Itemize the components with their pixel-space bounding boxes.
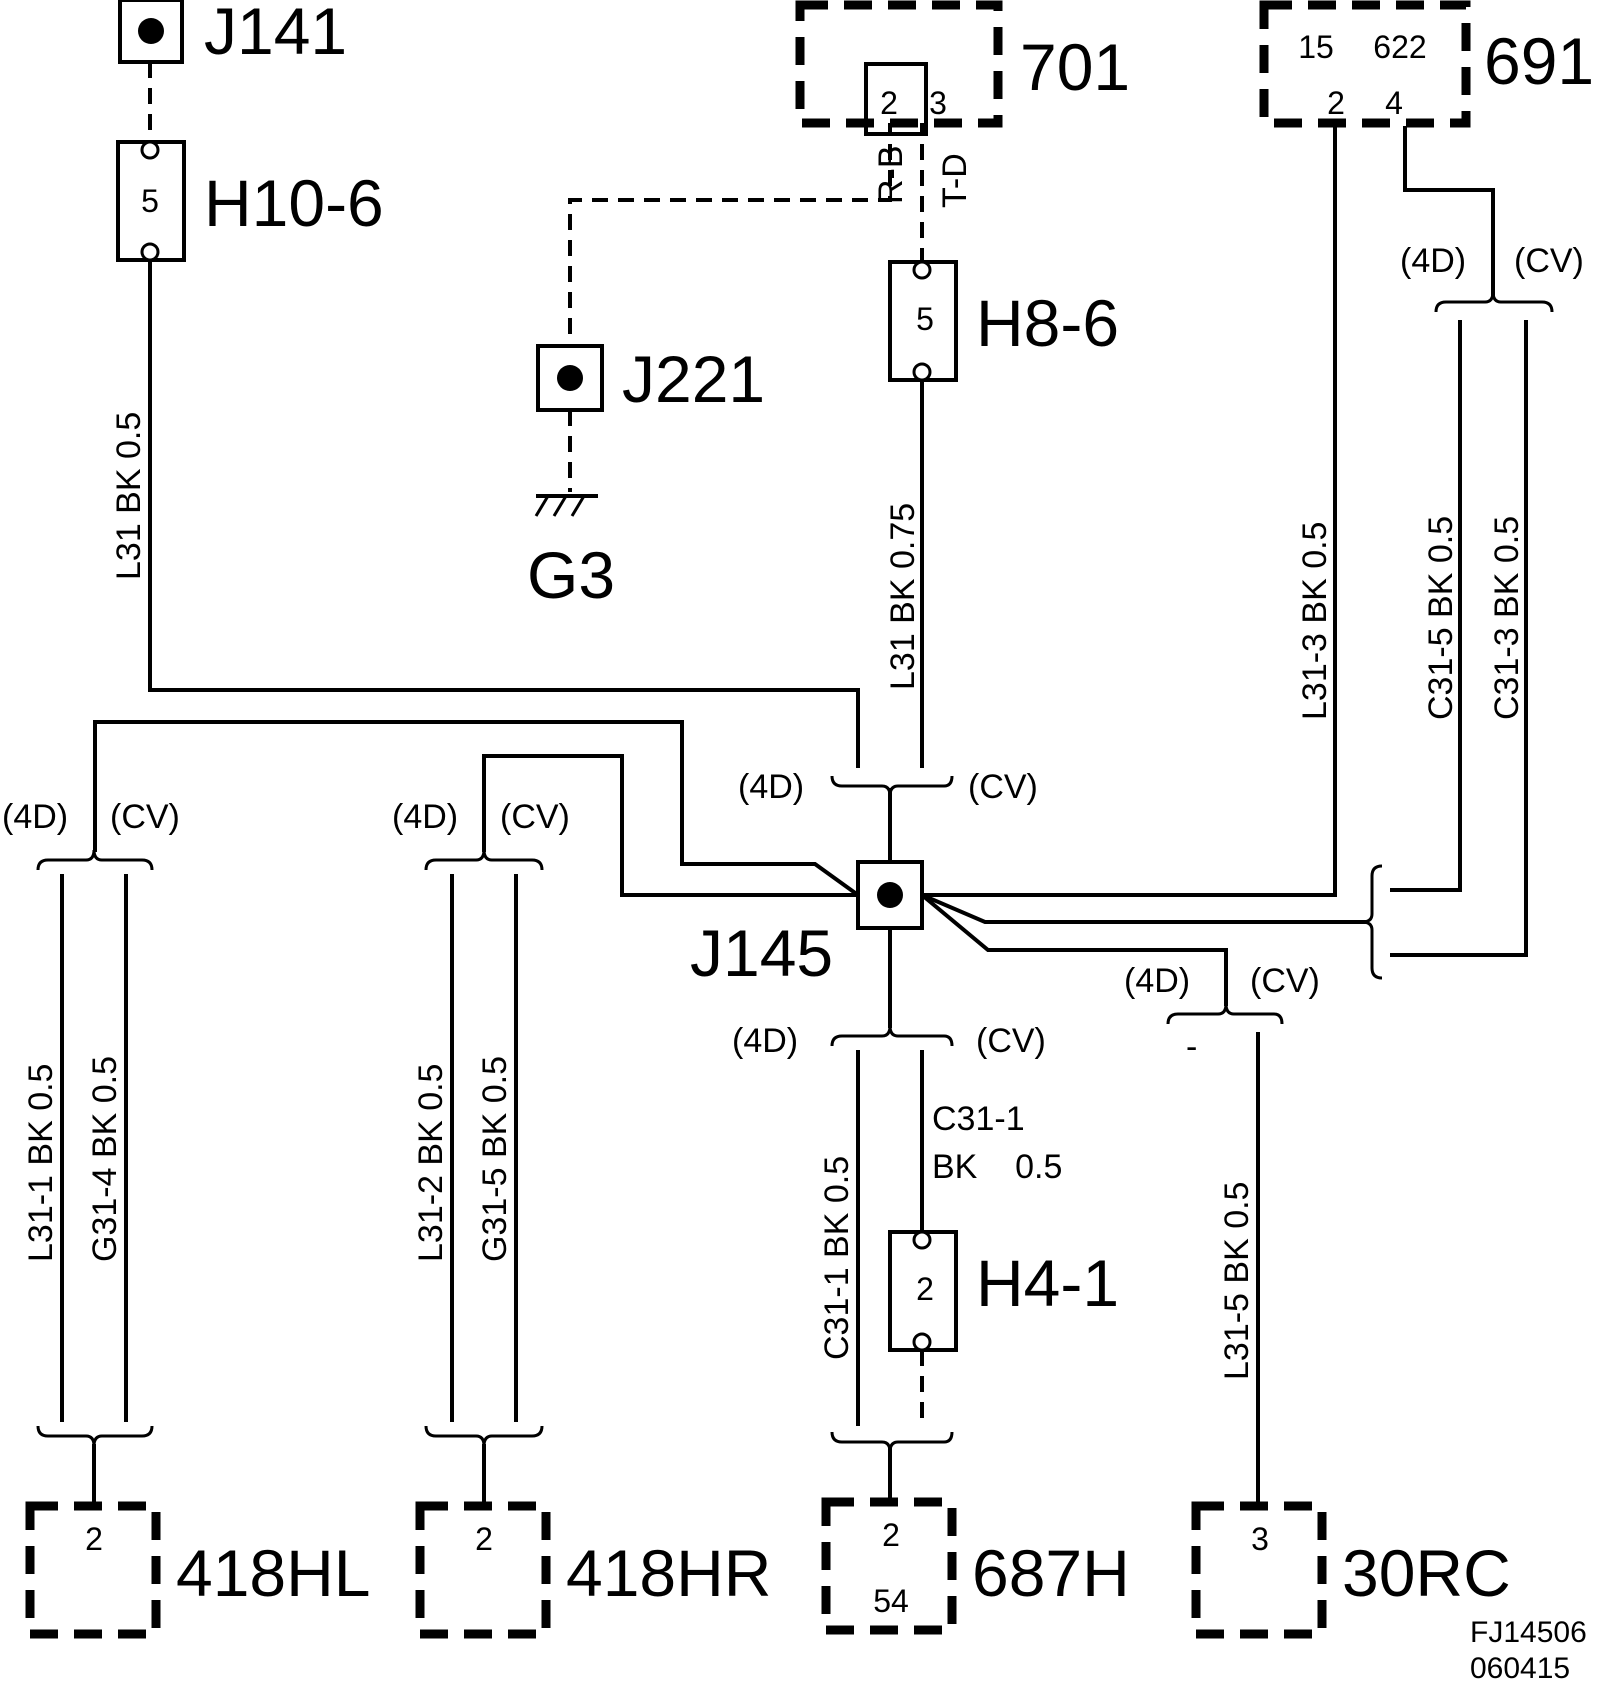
wire-l31-3: L31-3 BK 0.5 xyxy=(1296,522,1334,720)
variant-cv-691: (CV) xyxy=(1514,242,1584,280)
junction-j145: J145 xyxy=(690,860,924,990)
variant-4d-30rc: (4D) xyxy=(1124,962,1190,1000)
418hr-pin: 2 xyxy=(475,1521,493,1557)
junction-j141: J141 xyxy=(118,0,347,68)
variant-dash-30rc: - xyxy=(1186,1028,1197,1066)
variant-4d-418hr: (4D) xyxy=(392,798,458,836)
wire-c31-1-left: C31-1 BK 0.5 xyxy=(818,1156,856,1360)
variant-cv-30rc: (CV) xyxy=(1250,962,1320,1000)
variant-4d-691: (4D) xyxy=(1400,242,1466,280)
variant-cv-lower-j145: (CV) xyxy=(976,1022,1046,1060)
diagram-date: 060415 xyxy=(1470,1652,1570,1685)
wire-c31-1-right-line1: C31-1 xyxy=(932,1100,1025,1138)
j221-label: J221 xyxy=(622,342,765,416)
687h-pin-2: 2 xyxy=(882,1517,900,1553)
wire-labels: L31 BK 0.5 L31 BK 0.75 L31-3 BK 0.5 C31-… xyxy=(22,412,1526,1380)
h8-6-pin: 5 xyxy=(916,301,934,337)
wire-rb-label: R-B xyxy=(872,145,910,204)
691-label: 691 xyxy=(1484,24,1594,98)
418hr-label: 418HR xyxy=(566,1536,771,1610)
variant-cv-418hr: (CV) xyxy=(500,798,570,836)
wire-l31-1: L31-1 BK 0.5 xyxy=(22,1064,60,1262)
701-label: 701 xyxy=(1020,30,1130,104)
variant-4d-418hl: (4D) xyxy=(2,798,68,836)
j141-label: J141 xyxy=(204,0,347,68)
687h-pin-54: 54 xyxy=(873,1583,909,1619)
wire-l31-5: L31-5 BK 0.5 xyxy=(1218,1182,1256,1380)
connector-h4-1: 2 H4-1 xyxy=(888,1230,1119,1352)
wire-l31-h8: L31 BK 0.75 xyxy=(884,503,922,690)
h8-6-label: H8-6 xyxy=(976,286,1119,360)
wire-g31-4: G31-4 BK 0.5 xyxy=(86,1056,124,1262)
connector-701: 2 3 701 xyxy=(795,0,1130,136)
connector-687h: 2 54 687H xyxy=(821,1497,1130,1635)
691-pin-4: 4 xyxy=(1385,85,1403,121)
687h-label: 687H xyxy=(972,1536,1130,1610)
30rc-pin: 3 xyxy=(1251,1521,1269,1557)
variant-4d-upper-j145: (4D) xyxy=(738,768,804,806)
ground-g3: G3 xyxy=(527,494,615,612)
variant-4d-lower-j145: (4D) xyxy=(732,1022,798,1060)
connector-30rc: 3 30RC xyxy=(1191,1501,1511,1639)
connector-691: 15 622 2 4 691 xyxy=(1259,0,1594,128)
h4-1-pin: 2 xyxy=(916,1271,934,1307)
691-pin-622: 622 xyxy=(1373,29,1426,65)
variant-cv-upper-j145: (CV) xyxy=(968,768,1038,806)
wire-l31-2: L31-2 BK 0.5 xyxy=(412,1064,450,1262)
connector-h10-6: 5 H10-6 xyxy=(116,140,384,262)
g3-label: G3 xyxy=(527,538,615,612)
691-pin-2: 2 xyxy=(1327,85,1345,121)
junction-j221: J221 xyxy=(536,342,765,416)
701-pin-3: 3 xyxy=(929,85,947,121)
30rc-label: 30RC xyxy=(1342,1536,1511,1610)
418hl-pin: 2 xyxy=(85,1521,103,1557)
wire-td-label: T-D xyxy=(936,153,974,208)
wire-c31-5: C31-5 BK 0.5 xyxy=(1422,516,1460,720)
418hl-label: 418HL xyxy=(176,1536,371,1610)
diagram-code: FJ14506 xyxy=(1470,1616,1587,1649)
h10-6-pin: 5 xyxy=(141,183,159,219)
h10-6-label: H10-6 xyxy=(204,166,384,240)
connector-418hl: 2 418HL xyxy=(25,1501,371,1639)
wire-c31-1-right-line2: BK 0.5 xyxy=(932,1148,1062,1186)
wire-c31-3: C31-3 BK 0.5 xyxy=(1488,516,1526,720)
701-pin-2: 2 xyxy=(880,85,898,121)
691-pin-15: 15 xyxy=(1298,29,1334,65)
h4-1-label: H4-1 xyxy=(976,1246,1119,1320)
wire-l31-h10: L31 BK 0.5 xyxy=(110,412,148,580)
wire-g31-5: G31-5 BK 0.5 xyxy=(476,1056,514,1262)
variant-cv-418hl: (CV) xyxy=(110,798,180,836)
variant-braces xyxy=(36,291,1554,1453)
wires xyxy=(60,62,1528,1504)
variant-labels: (4D) (CV) (4D) (CV) (4D) (CV) (4D) (CV) … xyxy=(2,242,1584,1066)
diagram-footer: FJ14506 060415 xyxy=(1470,1616,1587,1685)
connector-h8-6: 5 H8-6 xyxy=(888,260,1119,382)
j145-label: J145 xyxy=(690,916,833,990)
connector-418hr: 2 418HR xyxy=(415,1501,771,1639)
